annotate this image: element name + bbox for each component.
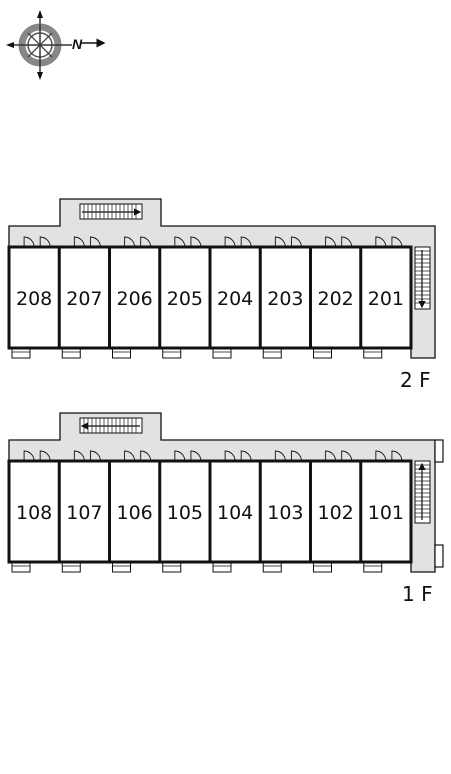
door-icon [174, 450, 186, 462]
staircase-1f-top [79, 417, 143, 434]
door-icon [274, 236, 286, 248]
door-icon [39, 236, 51, 248]
unit-number-label: 202 [317, 288, 353, 310]
unit-104: 104 [208, 450, 253, 573]
balcony [11, 348, 31, 359]
balcony [313, 348, 332, 359]
unit-number-label: 103 [267, 502, 303, 524]
unit-202: 202 [309, 236, 354, 359]
balcony [61, 348, 81, 359]
balcony [363, 348, 383, 359]
door-icon [190, 236, 202, 248]
staircase-1f-right [414, 460, 431, 524]
door-icon [325, 236, 337, 248]
balcony [61, 562, 81, 573]
door-icon [140, 450, 152, 462]
door-icon [290, 236, 302, 248]
unit-207: 207 [57, 236, 103, 359]
door-icon [224, 236, 236, 248]
unit-201: 201 [359, 236, 404, 359]
unit-103: 103 [258, 450, 304, 573]
door-icon [124, 236, 136, 248]
balcony [212, 348, 232, 359]
balcony [262, 562, 282, 573]
door-icon [39, 450, 51, 462]
door-icon [391, 450, 403, 462]
unit-206: 206 [108, 236, 153, 359]
unit-number-label: 204 [217, 288, 253, 310]
door-icon [174, 236, 186, 248]
balcony [162, 348, 182, 359]
floor-label-2f: 2 F [400, 368, 431, 392]
unit-number-label: 208 [16, 288, 52, 310]
unit-106: 106 [108, 450, 153, 573]
north-label: N [72, 36, 83, 52]
staircase-2f-right [414, 246, 431, 310]
unit-number-label: 106 [116, 502, 152, 524]
door-icon [140, 236, 152, 248]
floor-label-1f: 1 F [402, 582, 433, 606]
unit-number-label: 107 [66, 502, 102, 524]
door-icon [89, 450, 101, 462]
unit-102: 102 [309, 450, 354, 573]
unit-108: 108 [11, 450, 52, 573]
balcony [313, 562, 332, 573]
entrance-1f-lower [434, 544, 444, 568]
unit-number-label: 105 [167, 502, 203, 524]
door-icon [240, 450, 252, 462]
door-icon [240, 236, 252, 248]
door-icon [23, 450, 35, 462]
door-icon [224, 450, 236, 462]
door-icon [341, 236, 353, 248]
unit-208: 208 [11, 236, 52, 359]
compass-rose-icon: N [6, 10, 106, 80]
unit-204: 204 [208, 236, 253, 359]
door-icon [124, 450, 136, 462]
balcony [11, 562, 31, 573]
door-icon [341, 450, 353, 462]
door-icon [290, 450, 302, 462]
unit-number-label: 101 [368, 502, 404, 524]
door-icon [325, 450, 337, 462]
staircase-2f-top [79, 203, 143, 220]
unit-number-label: 207 [66, 288, 102, 310]
door-icon [73, 236, 85, 248]
unit-105: 105 [158, 450, 203, 573]
unit-205: 205 [158, 236, 203, 359]
balcony [262, 348, 282, 359]
door-icon [274, 450, 286, 462]
door-icon [375, 236, 387, 248]
floor-1f-plan: 108 107 106 105 104 103 102 101 1 F [7, 412, 444, 606]
unit-101: 101 [359, 450, 404, 573]
balcony [363, 562, 383, 573]
unit-number-label: 206 [116, 288, 152, 310]
door-icon [190, 450, 202, 462]
door-icon [23, 236, 35, 248]
unit-203: 203 [258, 236, 304, 359]
unit-number-label: 203 [267, 288, 303, 310]
balcony [112, 348, 131, 359]
floor-2f-plan: 208 207 206 205 204 203 202 201 2 F [7, 198, 436, 392]
balcony [162, 562, 182, 573]
door-icon [391, 236, 403, 248]
door-icon [375, 450, 387, 462]
unit-number-label: 108 [16, 502, 52, 524]
unit-number-label: 104 [217, 502, 253, 524]
balcony [112, 562, 131, 573]
unit-107: 107 [57, 450, 103, 573]
door-icon [73, 450, 85, 462]
unit-number-label: 102 [317, 502, 353, 524]
door-icon [89, 236, 101, 248]
entrance-1f [434, 439, 444, 463]
balcony [212, 562, 232, 573]
unit-number-label: 201 [368, 288, 404, 310]
unit-number-label: 205 [167, 288, 203, 310]
